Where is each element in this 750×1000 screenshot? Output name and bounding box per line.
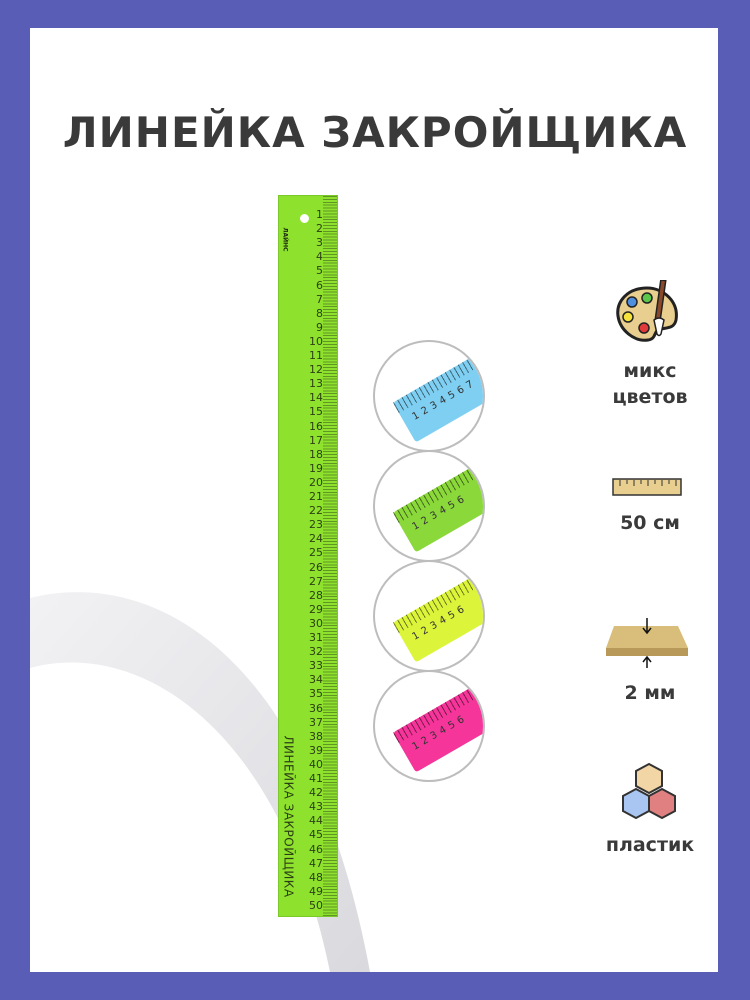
mini-ruler: 123456 (392, 457, 483, 553)
page-title: ЛИНЕЙКА ЗАКРОЙЩИКА (62, 108, 688, 157)
ruler-number: 5 (316, 264, 323, 278)
ruler-hole (300, 214, 309, 223)
ruler-number: 43 (309, 800, 323, 814)
ruler-number: 49 (309, 884, 323, 898)
ruler-number: 1 (316, 208, 323, 221)
product-card (30, 28, 718, 972)
ruler-number: 6 (316, 278, 323, 292)
ruler-number: 47 (309, 856, 323, 870)
ruler-number: 50 (309, 898, 323, 912)
ruler-number: 12 (309, 363, 323, 377)
ruler-number: 18 (309, 447, 323, 461)
ruler-number: 16 (309, 419, 323, 433)
ruler-number: 19 (309, 461, 323, 475)
ruler-number: 13 (309, 377, 323, 391)
variant-green: 123456 (373, 450, 485, 562)
variant-pink: 123456 (373, 670, 485, 782)
ruler-number: 22 (309, 504, 323, 518)
ruler-ticks (323, 196, 337, 916)
ruler-number: 48 (309, 870, 323, 884)
ruler-number: 9 (316, 320, 323, 334)
ruler-number: 4 (316, 250, 323, 264)
ruler-number: 46 (309, 842, 323, 856)
ruler-number: 21 (309, 490, 323, 503)
ruler-number: 23 (309, 518, 323, 532)
ruler-number: 11 (309, 349, 323, 362)
ruler-number: 28 (309, 588, 323, 602)
ruler-number: 27 (309, 574, 323, 588)
ruler-number: 25 (309, 546, 323, 560)
ruler-number: 10 (309, 334, 323, 348)
variant-yellow: 123456 (373, 560, 485, 672)
variant-blue: 1234567 (373, 340, 485, 452)
palette-icon (616, 280, 678, 342)
ruler-number: 3 (316, 236, 323, 250)
ruler-number: 14 (309, 391, 323, 405)
ruler-number: 35 (309, 687, 323, 701)
ruler-number: 24 (309, 532, 323, 546)
thickness-icon (606, 618, 688, 668)
ruler-number: 32 (309, 645, 323, 659)
ruler-icon (612, 478, 682, 496)
feature-thickness: 2 мм (624, 682, 676, 704)
ruler-number: 36 (309, 701, 323, 715)
ruler-number: 33 (309, 659, 323, 673)
ruler-number: 7 (316, 292, 323, 306)
ruler-number: 8 (316, 306, 323, 320)
ruler-number: 29 (309, 602, 323, 616)
ruler-number: 37 (309, 715, 323, 729)
feature-material: пластик (605, 834, 695, 856)
mini-ruler: 1234567 (392, 347, 483, 443)
hexagons-icon (622, 762, 676, 820)
ruler-brand: ЛАЙНС (281, 227, 289, 252)
feature-length: 50 см (620, 512, 680, 534)
ruler-number: 31 (309, 631, 323, 644)
mini-ruler: 123456 (392, 677, 483, 773)
ruler-number: 38 (309, 729, 323, 743)
ruler-number: 42 (309, 786, 323, 800)
ruler-number: 39 (309, 743, 323, 757)
ruler-number: 44 (309, 814, 323, 828)
ruler-number: 34 (309, 673, 323, 687)
ruler-number: 40 (309, 757, 323, 771)
ruler-number: 45 (309, 828, 323, 842)
ruler-number: 20 (309, 475, 323, 489)
mini-ruler: 123456 (392, 567, 483, 663)
ruler-number: 30 (309, 616, 323, 630)
ruler-number: 41 (309, 772, 323, 785)
ruler-number: 15 (309, 405, 323, 419)
ruler-number: 26 (309, 560, 323, 574)
ruler-number: 17 (309, 433, 323, 447)
ruler-number: 2 (316, 222, 323, 236)
